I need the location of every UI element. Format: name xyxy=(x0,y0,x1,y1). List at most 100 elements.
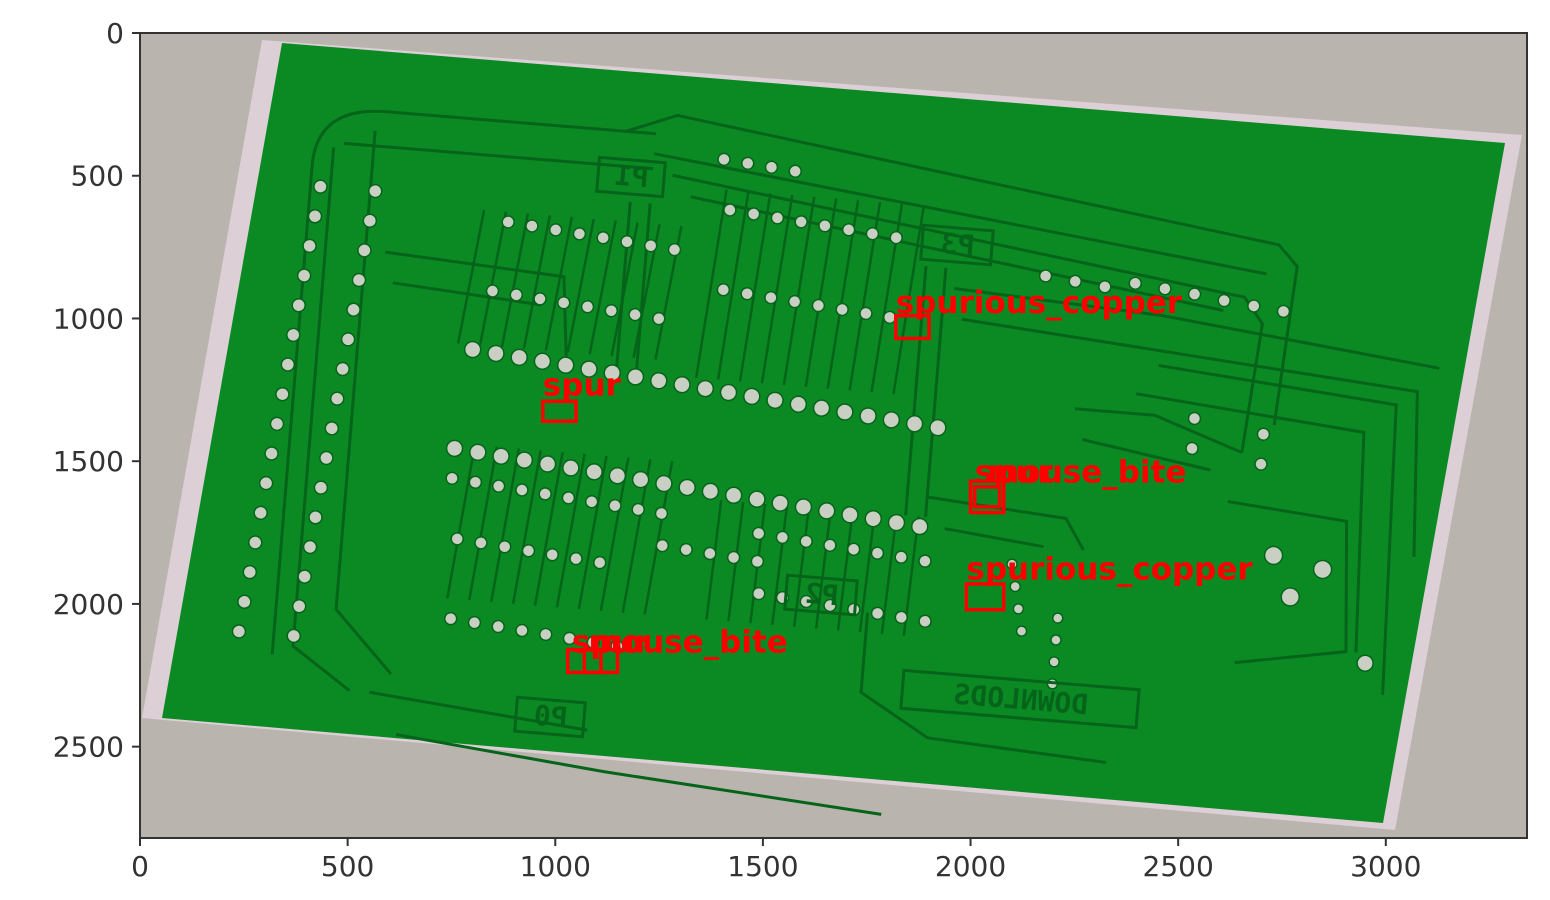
pad xyxy=(557,296,571,310)
pad xyxy=(1052,612,1064,624)
pad xyxy=(286,327,301,343)
pad xyxy=(655,538,670,553)
pad xyxy=(497,540,512,554)
pad xyxy=(1006,558,1018,570)
pad xyxy=(569,551,583,566)
pad xyxy=(655,474,673,493)
detection-label: mouse_bite xyxy=(588,624,787,660)
fan-trace-b xyxy=(446,444,477,599)
fan-trace-c xyxy=(694,189,728,379)
pad xyxy=(859,306,873,321)
fan-trace-b xyxy=(577,455,608,610)
pad xyxy=(1256,427,1271,441)
pad xyxy=(841,223,856,237)
pad xyxy=(521,544,536,558)
pad xyxy=(515,623,529,638)
silk-box-downlods xyxy=(899,668,1141,730)
silk-text-p3: P3 xyxy=(940,227,976,263)
pad xyxy=(585,463,603,481)
pad xyxy=(750,554,765,569)
pad xyxy=(319,450,334,466)
fan-trace-a xyxy=(500,213,530,348)
pad xyxy=(643,238,658,253)
pad xyxy=(307,209,323,224)
fan-trace-a xyxy=(478,211,508,346)
pad xyxy=(799,534,813,549)
pad xyxy=(740,286,754,301)
y-tick-label: 0 xyxy=(106,17,124,50)
pad xyxy=(362,213,378,228)
pad xyxy=(231,624,247,639)
pad xyxy=(870,606,885,621)
pad xyxy=(887,513,906,532)
y-tick-label: 500 xyxy=(71,160,124,193)
pad xyxy=(247,535,263,550)
pad xyxy=(626,368,645,386)
pad xyxy=(723,203,737,217)
pad xyxy=(771,494,789,512)
pad xyxy=(775,530,790,545)
pad xyxy=(817,502,836,520)
pad xyxy=(258,475,274,491)
pad xyxy=(572,227,587,241)
pad xyxy=(491,619,505,634)
pad xyxy=(474,536,488,550)
pad xyxy=(835,302,849,317)
pad xyxy=(450,532,464,546)
fan-trace-d xyxy=(880,514,898,634)
pad xyxy=(1356,654,1374,672)
pad xyxy=(918,554,932,568)
pad xyxy=(1068,274,1082,289)
fan-trace-d xyxy=(836,510,855,631)
pad xyxy=(870,546,885,560)
pad xyxy=(1048,656,1060,668)
pad xyxy=(679,542,693,557)
pad xyxy=(1247,299,1261,313)
pcb-board xyxy=(162,43,1505,823)
pad xyxy=(533,292,547,306)
pad xyxy=(313,179,328,194)
pad xyxy=(515,451,534,469)
pad xyxy=(1128,276,1143,291)
fan-trace-c xyxy=(760,194,794,384)
fan-trace-d xyxy=(858,512,876,633)
x-tick-label: 2500 xyxy=(1143,850,1214,883)
pad xyxy=(253,505,268,521)
pad xyxy=(335,361,350,377)
pad xyxy=(752,586,766,601)
pad xyxy=(841,506,859,524)
pad xyxy=(313,480,329,495)
pad xyxy=(296,268,312,283)
fan-trace-b xyxy=(555,453,586,608)
pad xyxy=(667,242,682,257)
pad xyxy=(445,471,459,486)
pad xyxy=(1263,545,1284,566)
pad xyxy=(864,509,882,528)
detection-box xyxy=(894,313,931,341)
silk-text-p2: P2 xyxy=(804,577,840,613)
pad xyxy=(357,243,372,258)
pad xyxy=(716,283,731,297)
y-tick-label: 2500 xyxy=(53,731,124,764)
fan-trace-b xyxy=(533,451,564,606)
pad xyxy=(631,470,650,489)
silk-box-p3 xyxy=(919,223,995,267)
fan-trace-c xyxy=(716,191,750,380)
pad xyxy=(561,491,576,505)
pad xyxy=(525,219,539,233)
y-tick-label: 1000 xyxy=(53,302,124,335)
pad xyxy=(340,332,356,347)
detection-label: spurious_copper xyxy=(966,552,1253,588)
pad xyxy=(237,594,252,610)
silk-box-p2 xyxy=(783,573,859,617)
silk-box-p1 xyxy=(595,155,667,199)
fan-trace-a xyxy=(610,222,639,357)
fan-trace-c xyxy=(804,198,838,387)
pad xyxy=(673,375,691,394)
pad xyxy=(1038,269,1053,283)
pad xyxy=(1217,293,1231,308)
pad xyxy=(548,223,563,237)
pad xyxy=(291,297,306,313)
